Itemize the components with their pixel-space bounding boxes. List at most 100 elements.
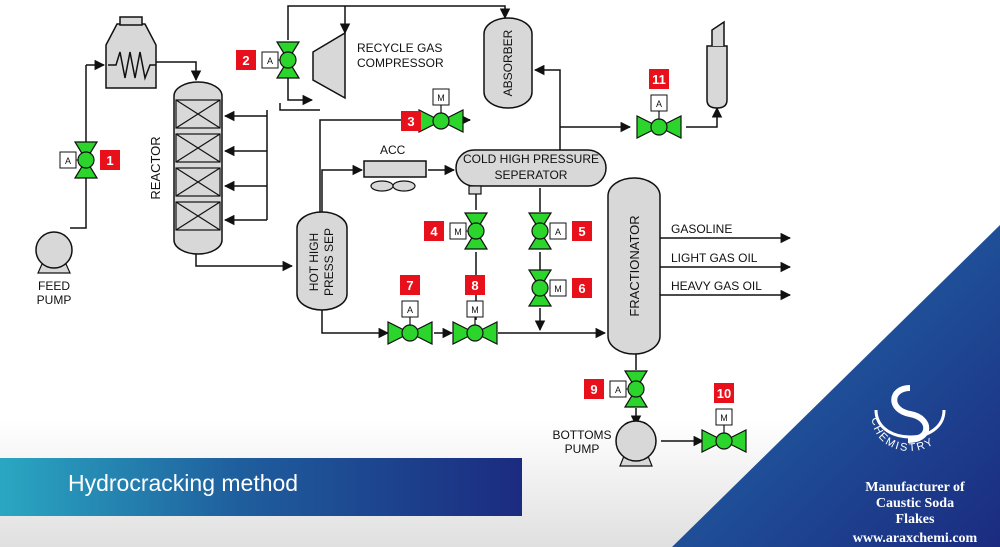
brand-tagline-line1: Manufacturer of [865, 480, 965, 495]
valve-mode-label: A [656, 99, 662, 109]
valve-mode-label: M [437, 93, 445, 103]
reactor-label: REACTOR [148, 136, 163, 199]
reactor-vessel: REACTOR [148, 81, 223, 255]
valve-11[interactable]: A 11 [636, 69, 682, 139]
valve-mode-box [609, 380, 627, 398]
valve-number-label: 5 [578, 224, 585, 239]
valve-mode-box [432, 88, 450, 106]
valve-mode-box [401, 300, 419, 318]
absorber-label: ABSORBER [501, 29, 515, 96]
air-cooler-acc: ACC [363, 143, 427, 192]
bottoms-pump: BOTTOMS PUMP [552, 420, 657, 467]
valve-number-label: 1 [106, 153, 113, 168]
valve-mode-box [449, 222, 467, 240]
valve-number-label: 3 [407, 114, 414, 129]
valve-actuator [715, 432, 733, 450]
valve-mode-label: A [615, 385, 621, 395]
valve-3[interactable]: M3 [401, 88, 464, 133]
brand-text-block: ARAX Manufacturer of Caustic Soda Flakes… [37, 350, 1000, 547]
valve-number-badge [714, 383, 734, 403]
cold-sep-label-line1: COLD HIGH PRESSURE [463, 152, 599, 166]
valve-number-badge [400, 275, 420, 295]
fractionator-column: FRACTIONATOR [607, 177, 661, 355]
valve-mode-box [715, 408, 733, 426]
brand-url: www.araxchemi.com [852, 531, 978, 546]
valve-actuator [627, 380, 645, 398]
valve-actuator [531, 222, 549, 240]
valve-number-label: 11 [652, 72, 666, 87]
cold-sep-label-line2: SEPERATOR [495, 168, 568, 182]
valve-number-badge [649, 69, 669, 89]
product-gasoline: GASOLINE [671, 222, 732, 236]
valve-mode-label: A [407, 305, 413, 315]
valve-number-badge [236, 50, 256, 70]
valve-actuator [401, 324, 419, 342]
valve-mode-box [549, 279, 567, 297]
valve-mode-box [549, 222, 567, 240]
valve-mode-label: M [554, 284, 562, 294]
valve-number-badge [584, 379, 604, 399]
cold-high-pressure-separator: COLD HIGH PRESSURE SEPERATOR [455, 149, 607, 195]
acc-label: ACC [380, 143, 406, 157]
valve-mode-label: A [267, 56, 273, 66]
brand-panel [672, 225, 1000, 547]
fired-heater [105, 16, 157, 89]
valve-mode-label: A [555, 227, 561, 237]
valve-number-badge [100, 150, 120, 170]
hot-sep-label-line1: HOT HIGH [307, 233, 321, 291]
bottoms-pump-label-line2: PUMP [565, 442, 600, 456]
valve-number-label: 9 [590, 382, 597, 397]
caption-text: Hydrocracking method [68, 470, 299, 496]
product-light-gas-oil: LIGHT GAS OIL [671, 251, 758, 265]
valve-number-label: 10 [717, 386, 731, 401]
valve-actuator [432, 112, 450, 130]
valve-10[interactable]: M 10 [701, 383, 747, 453]
valve-number-label: 6 [578, 281, 585, 296]
valve-number-label: 2 [242, 53, 249, 68]
brand-tagline-line2: Caustic Soda [875, 496, 955, 511]
fractionator-label: FRACTIONATOR [627, 215, 642, 316]
product-heavy-gas-oil: HEAVY GAS OIL [671, 279, 762, 293]
valve-number-label: 4 [430, 224, 438, 239]
absorber-vessel: ABSORBER [483, 17, 533, 109]
valve-7[interactable]: A7 [387, 275, 433, 345]
valve-actuator [650, 118, 668, 136]
valve-number-label: 8 [471, 278, 478, 293]
valve-9[interactable]: A9 [584, 370, 649, 408]
hot-high-pressure-separator: HOT HIGH PRESS SEP [296, 211, 348, 311]
feed-pump: FEED PUMP [35, 231, 73, 307]
feed-pump-label-line1: FEED [38, 279, 70, 293]
valve-mode-box [261, 51, 279, 69]
compressor-label-line1: RECYCLE GAS [357, 41, 442, 55]
feed-pump-label-line2: PUMP [37, 293, 72, 307]
valve-mode-box [466, 300, 484, 318]
caption-bar: Hydrocracking method [0, 458, 522, 516]
valve-number-badge [572, 221, 592, 241]
valve-4[interactable]: M4 [424, 212, 489, 250]
valve-actuator [466, 324, 484, 342]
valve-mode-label: M [471, 305, 479, 315]
valve-mode-label: M [454, 227, 462, 237]
valve-mode-label: M [720, 413, 728, 423]
valve-number-badge [465, 275, 485, 295]
vent-stack [706, 20, 728, 109]
compressor-label-line2: COMPRESSOR [357, 56, 444, 70]
valve-8[interactable]: M8 [452, 275, 498, 345]
valve-number-badge [424, 221, 444, 241]
valve-number-label: 7 [406, 278, 413, 293]
valve-mode-label: A [65, 156, 71, 166]
valve-number-badge [572, 278, 592, 298]
valve-actuator [77, 151, 95, 169]
recycle-gas-compressor: RECYCLE GAS COMPRESSOR [312, 31, 444, 100]
valve-actuator [467, 222, 485, 240]
valve-mode-box [59, 151, 77, 169]
valve-number-badge [401, 111, 421, 131]
hot-sep-label-line2: PRESS SEP [322, 228, 336, 296]
valve-mode-box [650, 94, 668, 112]
valve-2[interactable]: A2 [236, 41, 301, 79]
